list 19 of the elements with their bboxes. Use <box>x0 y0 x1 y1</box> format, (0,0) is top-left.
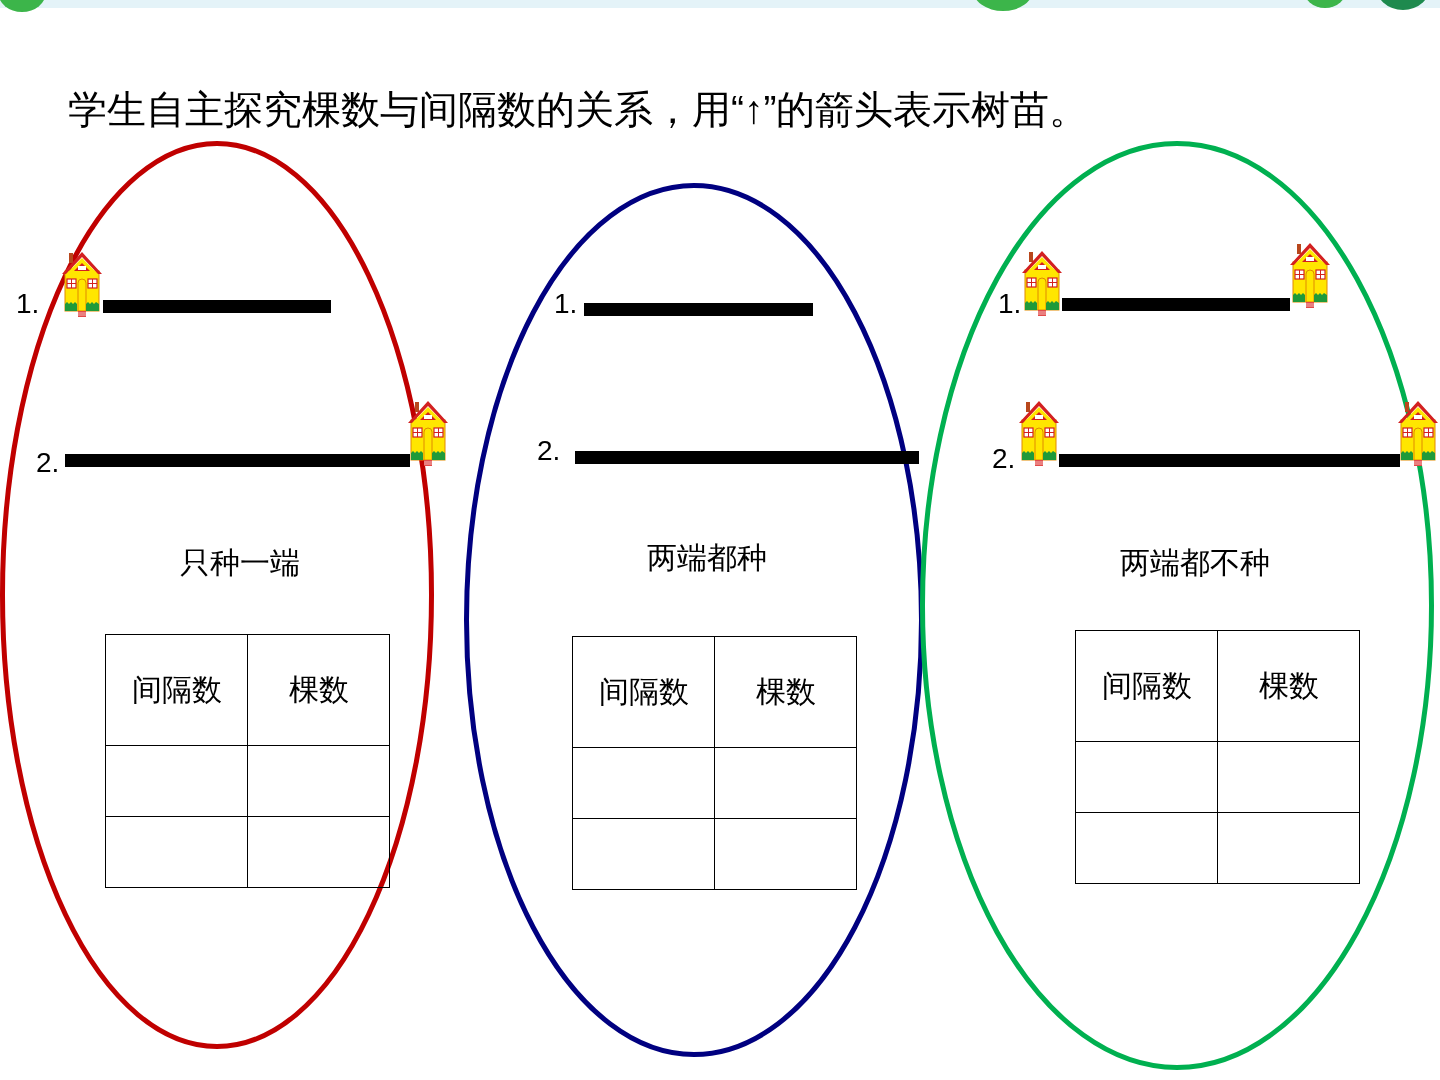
category-heading: 两端都不种 <box>1120 545 1270 581</box>
row-number: 1. <box>554 288 578 320</box>
record-table <box>572 636 857 890</box>
row-number: 2. <box>537 435 561 467</box>
category-heading: 只种一端 <box>180 545 300 581</box>
column-header: 间隔数 <box>1076 631 1218 742</box>
column-header: 棵数 <box>248 635 390 746</box>
row-number: 1. <box>998 288 1022 320</box>
category-heading: 两端都种 <box>647 540 767 576</box>
row-number: 1. <box>16 288 40 320</box>
page-title: 学生自主探究棵数与间隔数的关系，用“↑”的箭头表示树苗。 <box>68 87 1089 133</box>
column-header: 间隔数 <box>106 635 248 746</box>
record-table <box>1075 630 1360 884</box>
column-header: 间隔数 <box>573 637 715 748</box>
column-header: 棵数 <box>1218 631 1360 742</box>
column-header: 棵数 <box>715 637 857 748</box>
row-number: 2. <box>36 447 60 479</box>
record-table <box>105 634 390 888</box>
row-number: 2. <box>992 443 1016 475</box>
